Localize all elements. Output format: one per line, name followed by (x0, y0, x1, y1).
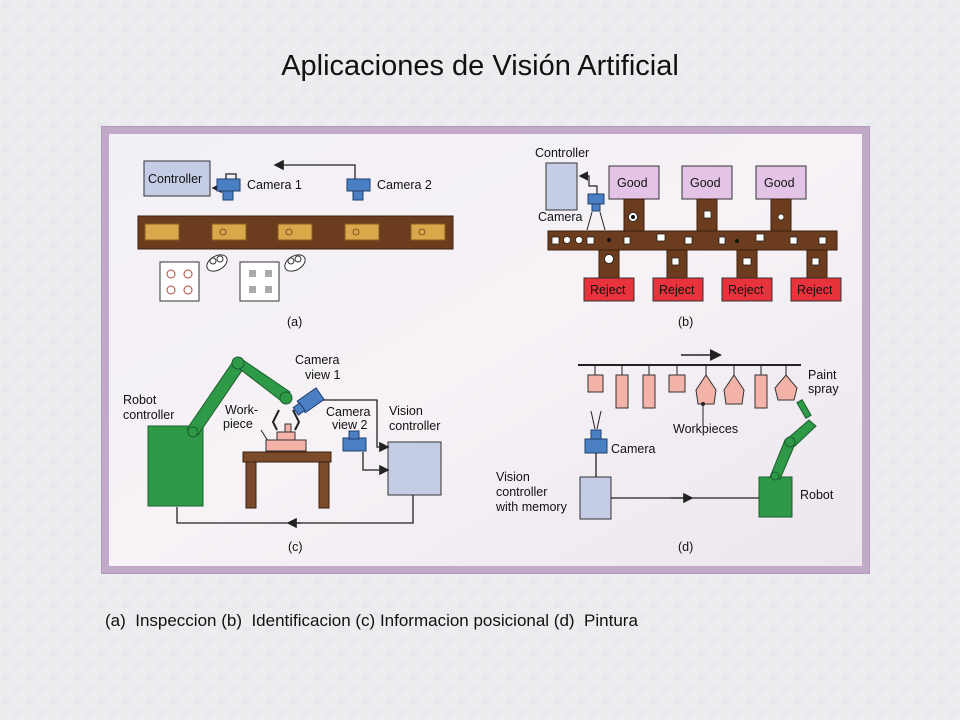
controller-label: Controller (148, 172, 202, 186)
workpieces-label: Workpieces (673, 422, 738, 436)
robot-label: Robot (800, 488, 834, 502)
panel-b-controller-label: Controller (535, 146, 589, 160)
vision-memory-label: Vision controller with memory (495, 470, 568, 514)
reject-label-2: Reject (659, 283, 695, 297)
magnifier-icon (206, 254, 306, 272)
vision-controller-label: Vision controller (389, 404, 440, 433)
figure-caption: (a) Inspeccion (b) Identificacion (c) In… (105, 611, 638, 630)
figure-panel-bg (109, 134, 862, 566)
panel-b-signal-arrow (578, 171, 598, 198)
panel-c: Robot controller Camera view 1 Camera (123, 353, 442, 554)
workpiece-label: Work- piece (223, 403, 262, 431)
panel-b-controller-box (545, 162, 578, 211)
robot-controller-box (147, 425, 204, 507)
vision-controller-box (387, 441, 442, 496)
camera1-to-vision-arrow (323, 399, 390, 453)
camera-view2-icon (342, 430, 367, 452)
paint-spray-label: Paint spray (808, 368, 840, 396)
vision-applications-figure: Controller Camera 1 Camera 2 (101, 126, 870, 574)
panel-c-label: (c) (288, 540, 303, 554)
panel-b-label: (b) (678, 315, 693, 329)
reject-bins (583, 277, 842, 302)
painting-robot-arm (769, 399, 817, 481)
good-bins (608, 165, 807, 200)
camera1-label: Camera 1 (247, 178, 302, 192)
panel-b-camera-label: Camera (538, 210, 583, 224)
panel-d-label: (d) (678, 540, 693, 554)
controller-box (143, 160, 211, 197)
robot-controller-label: Robot controller (123, 393, 174, 422)
vision-memory-box (579, 476, 612, 520)
reject-label-1: Reject (590, 283, 626, 297)
hanging-workpieces (587, 374, 798, 409)
work-table (242, 451, 332, 509)
camera-view1-label: Camera view 1 (295, 353, 343, 382)
gripper-icon (271, 409, 301, 431)
defective-part (239, 261, 280, 302)
camera-view1-icon (292, 387, 325, 416)
conveyor-items (144, 223, 446, 241)
slide-title: Aplicaciones de Visión Artificial (281, 50, 679, 82)
camera2-label: Camera 2 (377, 178, 432, 192)
panel-b: Controller Camera Good Good Good (535, 146, 842, 329)
sorted-parts (551, 210, 827, 266)
robot-controller-line2: controller (123, 408, 174, 422)
camera2-to-vision-arrow (362, 452, 390, 476)
camera-view2-label: Camera view 2 (326, 405, 374, 432)
panel-b-camera-icon (587, 193, 605, 212)
panel-d: Paint spray Workpieces Camera Vision con… (495, 349, 840, 554)
good-part (159, 261, 200, 302)
painting-robot-box (758, 476, 793, 518)
camera2-signal-arrow (273, 159, 356, 184)
panel-a: Controller Camera 1 Camera 2 (137, 159, 454, 329)
panel-d-camera-label: Camera (611, 442, 656, 456)
good-label-3: Good (764, 176, 795, 190)
reject-label-3: Reject (728, 283, 764, 297)
good-label-2: Good (690, 176, 721, 190)
panel-a-label: (a) (287, 315, 302, 329)
robot-arm (186, 356, 293, 438)
camera1-icon (216, 178, 241, 201)
good-label-1: Good (617, 176, 648, 190)
workpiece-shape (265, 423, 307, 452)
camera2-icon (346, 178, 371, 201)
reject-label-4: Reject (797, 283, 833, 297)
robot-controller-line1: Robot (123, 393, 157, 407)
